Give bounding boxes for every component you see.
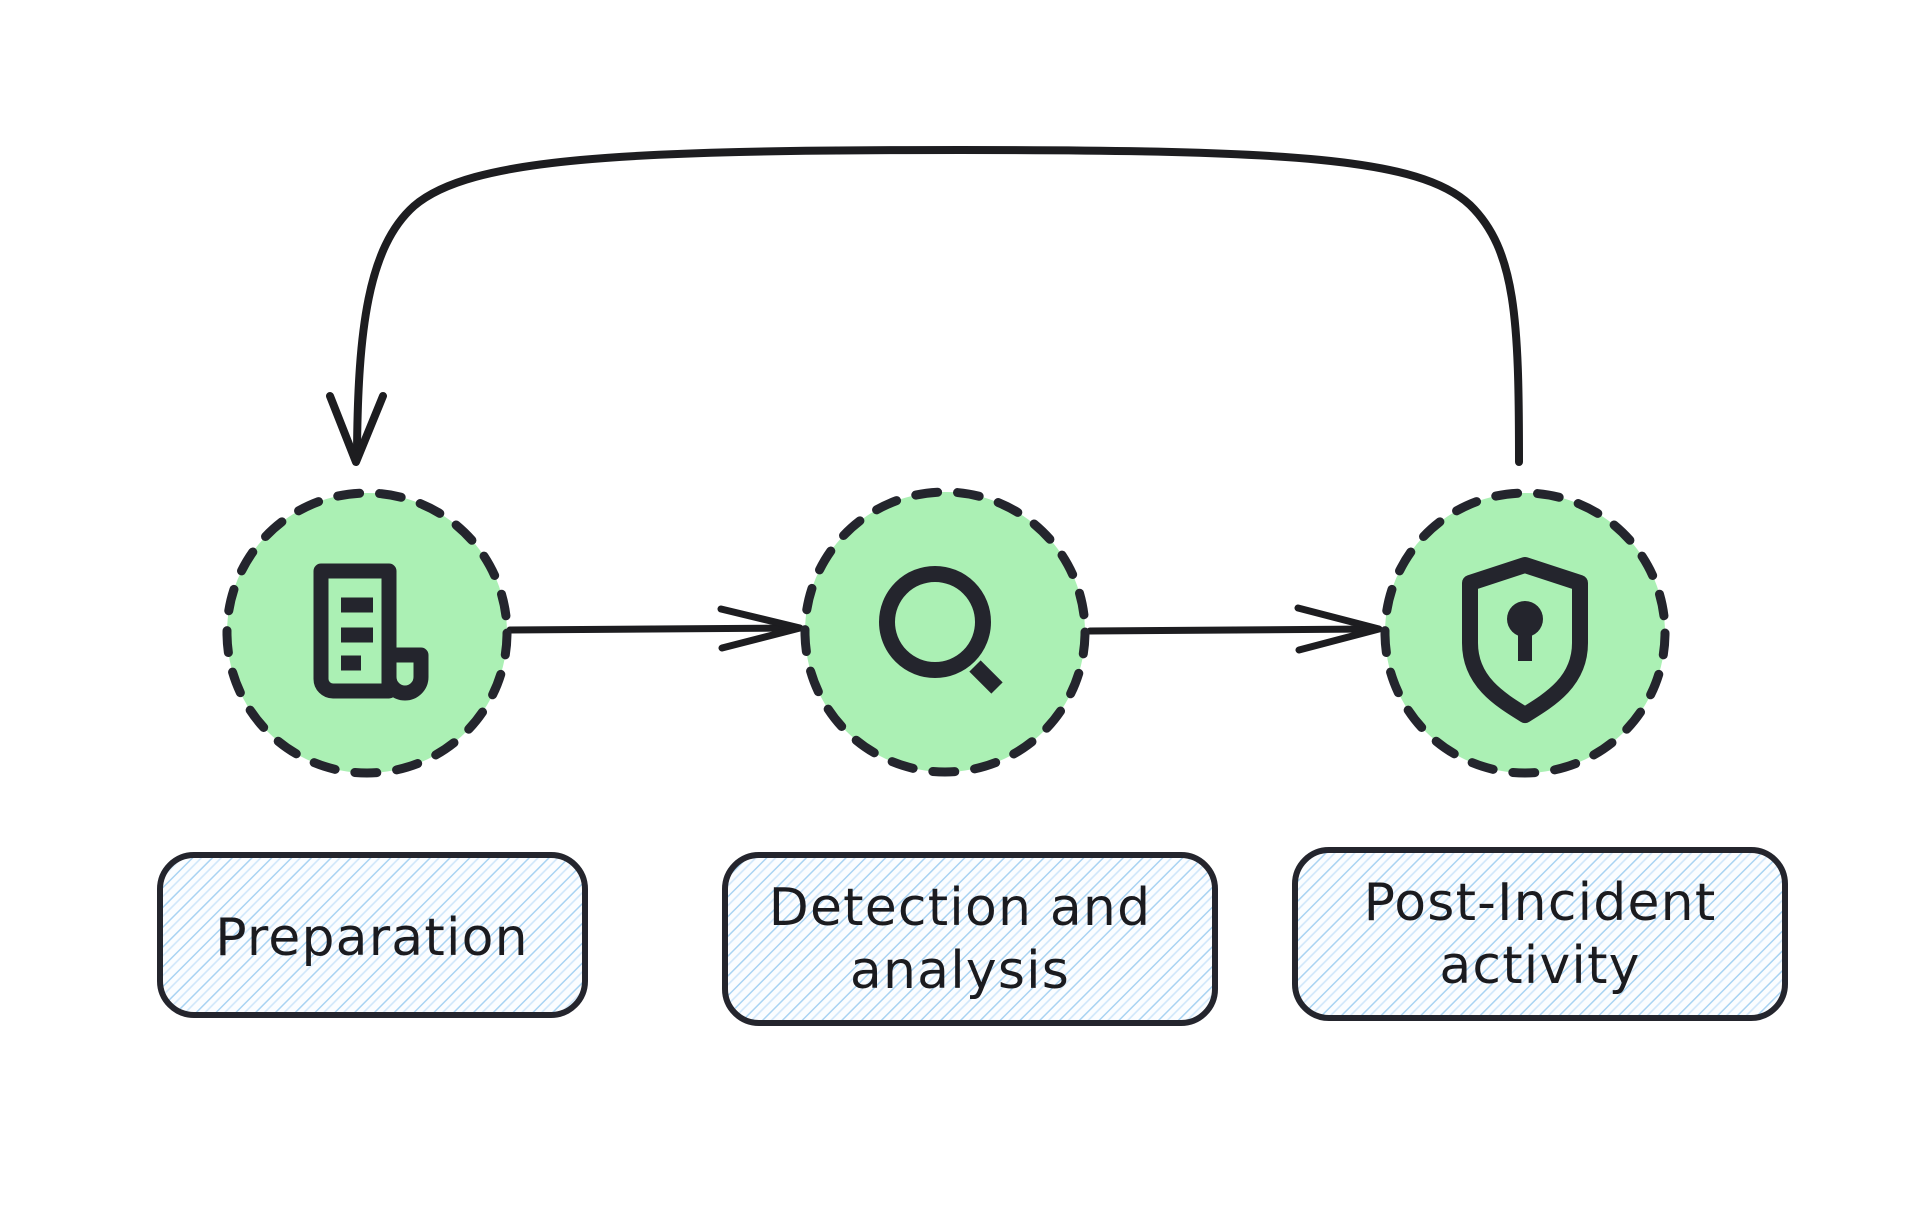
connection-post-to-prep-loop xyxy=(326,146,1523,466)
stage-label-text: Preparation xyxy=(215,908,529,968)
stage-label-text-line-1: Post-Incident xyxy=(1364,873,1717,933)
stage-label-box-preparation[interactable]: Preparation xyxy=(157,852,588,1018)
stage-circle-dashed-border xyxy=(222,488,512,778)
arrowhead xyxy=(1294,604,1383,654)
label-box-background xyxy=(157,852,588,1018)
label-box-background xyxy=(722,852,1218,1026)
label-box-background xyxy=(1292,847,1788,1021)
stage-label-text-line-1: Detection and xyxy=(769,878,1152,938)
stage-circle-dashed-border xyxy=(1380,488,1670,778)
connection-detection-to-post xyxy=(1086,604,1383,654)
arrow-line xyxy=(506,624,796,634)
stage-label-text-line-2: analysis xyxy=(850,941,1070,1001)
stage-node-post-incident-activity[interactable] xyxy=(1380,488,1670,778)
stage-label-box-detection-and-analysis[interactable]: Detection and analysis xyxy=(722,852,1218,1026)
stage-label-box-post-incident-activity[interactable]: Post-Incident activity xyxy=(1292,847,1788,1021)
connection-prep-to-detection xyxy=(506,605,804,652)
stage-label-text-line-2: activity xyxy=(1439,936,1640,996)
magnifier-icon xyxy=(879,566,1003,694)
arrowhead xyxy=(717,605,804,652)
stage-node-preparation[interactable] xyxy=(222,488,512,778)
loop-arrowhead xyxy=(326,392,387,466)
document-lines-icon xyxy=(313,563,429,701)
stage-node-detection-and-analysis[interactable] xyxy=(800,487,1090,777)
stage-circle-dashed-border xyxy=(800,487,1090,777)
shield-keyhole-icon xyxy=(1462,557,1588,723)
stage-circle-fill xyxy=(805,492,1085,772)
arrow-line xyxy=(1086,625,1374,635)
loop-arrow-line xyxy=(353,146,1523,466)
